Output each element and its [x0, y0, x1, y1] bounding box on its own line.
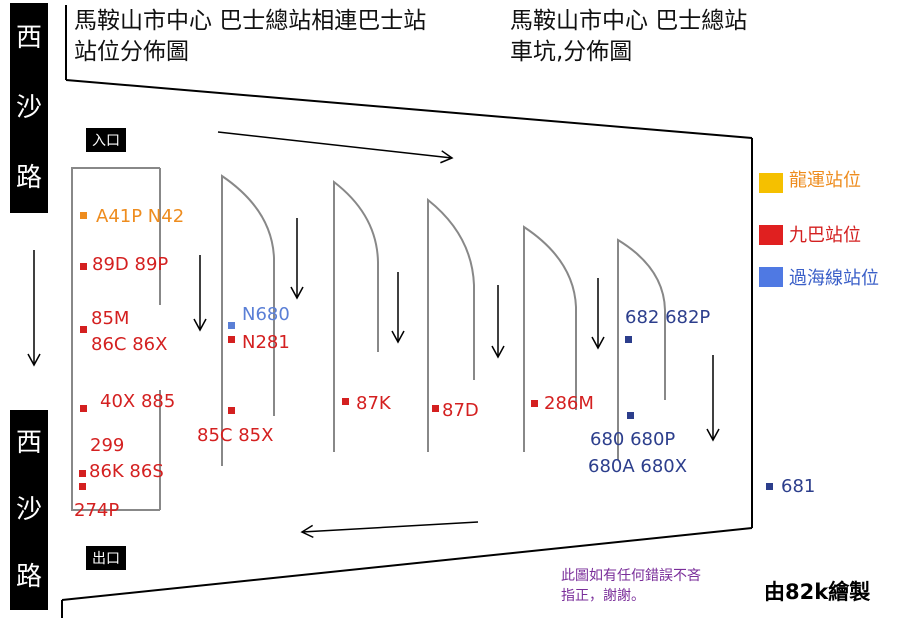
platform-island-4 — [523, 225, 577, 452]
road-label-top: 西 沙 路 — [10, 3, 48, 213]
route-label: 681 — [781, 476, 816, 497]
stop-marker-kmb — [432, 405, 439, 412]
title-left-line1: 馬鞍山市中心 巴士總站相連巴士站 — [74, 8, 427, 34]
road-char: 沙 — [15, 93, 42, 123]
stop-marker-kmb — [342, 398, 349, 405]
route-label: 85C 85X — [197, 425, 274, 446]
title-left: 馬鞍山市中心 巴士總站相連巴士站 站位分佈圖 — [74, 6, 426, 68]
platform-island-1 — [221, 174, 275, 466]
route-label: 680 680P — [590, 429, 676, 450]
road-char: 西 — [15, 23, 42, 53]
note-line2: 指正，謝謝。 — [561, 588, 645, 604]
stop-marker-kmb — [228, 407, 235, 414]
author-credit: 由82k繪製 — [764, 580, 871, 604]
legend-swatch-cross-harbour — [759, 267, 783, 287]
road-char: 沙 — [15, 494, 42, 525]
correction-note: 此圖如有任何錯誤不吝 指正，謝謝。 — [561, 566, 701, 606]
flow-arrow — [300, 521, 479, 539]
road-char: 路 — [15, 561, 42, 592]
legend-swatch-kmb — [759, 225, 783, 245]
route-label: 89D 89P — [92, 254, 169, 275]
route-label: 85M — [91, 308, 130, 329]
route-label: 680A 680X — [588, 456, 688, 477]
legend-label: 過海線站位 — [789, 268, 879, 289]
platform-island-2 — [333, 179, 379, 452]
flow-arrow — [217, 131, 454, 164]
stop-marker-navy — [627, 412, 634, 419]
stop-marker-cross-harbour — [228, 322, 235, 329]
route-label: N281 — [242, 332, 290, 353]
left-platform-bracket — [71, 167, 160, 511]
legend-label: 九巴站位 — [789, 225, 861, 246]
route-label: 286M — [544, 393, 594, 414]
route-label: 40X 885 — [100, 391, 176, 412]
legend-label: 龍運站位 — [789, 170, 861, 191]
stop-marker-kmb — [228, 336, 235, 343]
route-label: 87K — [356, 393, 391, 414]
stop-marker-kmb — [531, 400, 538, 407]
boundary-line — [61, 527, 753, 601]
title-right: 馬鞍山市中心 巴士總站 車坑,分佈圖 — [510, 6, 747, 68]
stop-marker-kmb — [80, 405, 87, 412]
road-char: 路 — [15, 163, 42, 193]
stop-marker-kmb — [79, 483, 86, 490]
route-label: 86C 86X — [91, 334, 168, 355]
route-label: 86K 86S — [89, 461, 164, 482]
stop-marker-navy — [625, 336, 632, 343]
platform-island-5 — [617, 238, 666, 460]
exit-label: 出口 — [86, 546, 126, 570]
route-label: 274P — [74, 500, 120, 521]
title-right-line2: 車坑,分佈圖 — [510, 39, 633, 65]
stop-marker-kmb — [80, 263, 87, 270]
legend-swatch-lwb — [759, 173, 783, 193]
road-char: 西 — [15, 428, 42, 459]
stop-marker-lwb — [80, 212, 87, 219]
road-label-bottom: 西 沙 路 — [10, 410, 48, 610]
stop-marker-navy — [766, 483, 773, 490]
route-label: 682 682P — [625, 307, 711, 328]
platform-island-3 — [427, 197, 475, 452]
boundary-line — [65, 79, 753, 139]
entrance-label: 入口 — [86, 128, 126, 152]
stop-marker-kmb — [80, 326, 87, 333]
stop-marker-kmb — [79, 470, 86, 477]
title-right-line1: 馬鞍山市中心 巴士總站 — [510, 8, 748, 34]
route-label: 87D — [442, 400, 479, 421]
route-label: A41P N42 — [96, 206, 185, 227]
route-label: 299 — [90, 435, 125, 456]
route-label: N680 — [242, 304, 290, 325]
note-line1: 此圖如有任何錯誤不吝 — [561, 568, 701, 584]
title-left-line2: 站位分佈圖 — [74, 39, 189, 65]
